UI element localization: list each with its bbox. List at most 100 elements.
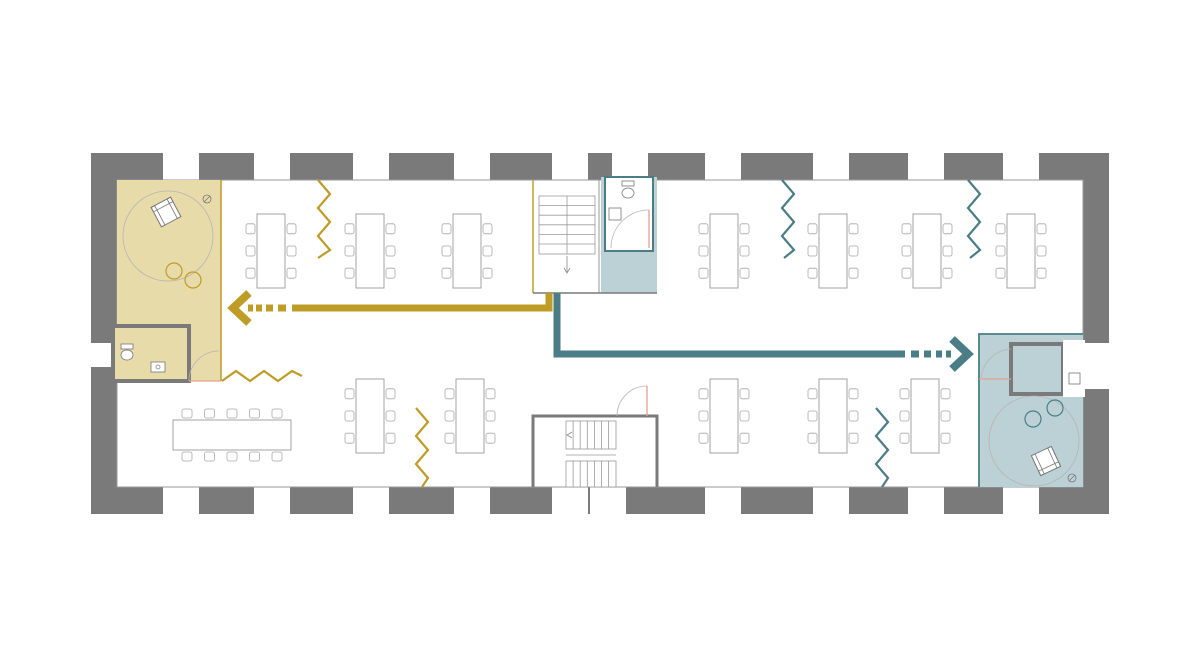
chair (385, 267, 396, 279)
table-group (807, 213, 859, 289)
table (256, 213, 286, 289)
chair (899, 410, 910, 422)
chair (848, 267, 859, 279)
chair (271, 451, 283, 462)
window (353, 487, 389, 514)
chair (204, 408, 215, 419)
window (1083, 343, 1109, 389)
chair (848, 245, 859, 257)
stair-icon (565, 420, 617, 488)
table-group (807, 378, 859, 454)
window (705, 153, 741, 180)
table-group (245, 213, 297, 289)
chair (807, 388, 818, 400)
table-group (901, 213, 953, 289)
chair (181, 408, 193, 419)
chair (995, 245, 1006, 257)
window (254, 487, 290, 514)
chair (698, 245, 709, 257)
table-group (995, 213, 1047, 289)
windows (91, 153, 1109, 514)
chair (181, 451, 193, 462)
blue-zigzag-partition (874, 407, 890, 488)
window (454, 153, 490, 180)
chair (848, 410, 859, 422)
table (818, 378, 848, 454)
chair (901, 245, 912, 257)
door-swing-icon (188, 350, 220, 382)
chair (995, 267, 1006, 279)
chair (995, 223, 1006, 235)
chair (739, 432, 750, 444)
chair (245, 267, 256, 279)
chair (807, 245, 818, 257)
table-group (899, 378, 951, 454)
chair (807, 432, 818, 444)
arrow-right-icon (949, 336, 974, 372)
chair (385, 410, 396, 422)
window (254, 153, 290, 180)
table (912, 213, 942, 289)
table (709, 378, 739, 454)
chair (385, 432, 396, 444)
chair (698, 410, 709, 422)
chair (901, 267, 912, 279)
table-group (698, 213, 750, 289)
chair (444, 388, 455, 400)
chair (940, 432, 951, 444)
central-core (532, 176, 657, 294)
chair (249, 451, 260, 462)
chair (441, 223, 452, 235)
chair (942, 267, 953, 279)
door-swing-icon (616, 385, 648, 417)
window (612, 153, 648, 180)
table (709, 213, 739, 289)
yellow-zigzag-partition (221, 369, 303, 383)
chair (485, 388, 496, 400)
chair (901, 223, 912, 235)
table (910, 378, 940, 454)
sink-icon (1068, 372, 1081, 385)
chair (485, 432, 496, 444)
table-group (344, 213, 396, 289)
chair (482, 223, 493, 235)
chair (942, 245, 953, 257)
chair (482, 267, 493, 279)
chair (344, 388, 355, 400)
window (552, 487, 588, 514)
chair (444, 410, 455, 422)
west-route (227, 290, 553, 326)
chair (204, 451, 215, 462)
table (355, 378, 385, 454)
chair (344, 223, 355, 235)
chair (226, 451, 238, 462)
window (163, 487, 199, 514)
chair (1036, 245, 1047, 257)
table (355, 213, 385, 289)
window (813, 153, 849, 180)
chair (739, 388, 750, 400)
chair (698, 388, 709, 400)
door-swing-icon (980, 348, 1012, 380)
chair (848, 223, 859, 235)
chair (848, 388, 859, 400)
chair (940, 410, 951, 422)
conference-table (172, 419, 292, 451)
chair (807, 410, 818, 422)
window (590, 487, 626, 514)
blue-zigzag-partition (966, 179, 982, 259)
chair (1036, 267, 1047, 279)
chair (444, 432, 455, 444)
partitions (221, 179, 982, 488)
table (1006, 213, 1036, 289)
conference-table-group (172, 408, 292, 462)
chair (942, 223, 953, 235)
chair (698, 223, 709, 235)
lower-stair-core (531, 385, 659, 488)
chair (739, 410, 750, 422)
outlet-icon (202, 194, 212, 204)
toilet-icon (120, 343, 134, 361)
window (908, 153, 944, 180)
chair (698, 267, 709, 279)
table-group (698, 378, 750, 454)
